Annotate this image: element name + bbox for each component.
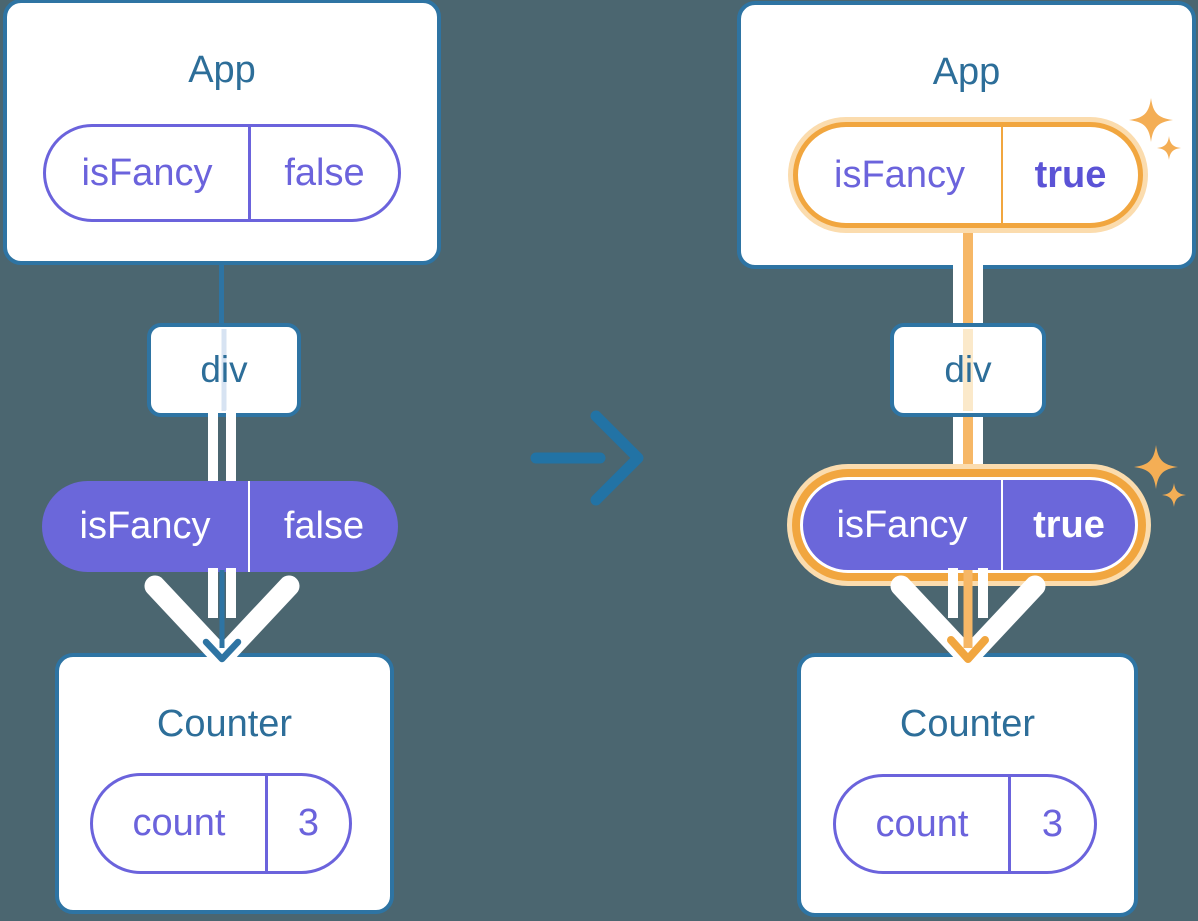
prop-pipe-line — [953, 410, 963, 480]
counter-title: Counter — [899, 703, 1036, 745]
app-prop-pill-right-highlighted: isFancy true — [793, 122, 1143, 228]
prop-label: isFancy — [79, 505, 211, 547]
div-label: div — [944, 349, 992, 390]
count-state-pill-left: count 3 — [90, 773, 352, 874]
prop-flow-line-orange — [963, 410, 973, 480]
state-value: 3 — [1008, 777, 1094, 871]
tree-edge-line-inner — [221, 329, 227, 411]
app-prop-pill-left: isFancy false — [43, 124, 401, 222]
sparkle-icon — [1129, 98, 1181, 160]
app-title: App — [932, 51, 1001, 93]
prop-pipe-line — [973, 265, 983, 330]
transition-arrow-icon — [530, 410, 644, 506]
down-arrow-icon — [144, 568, 300, 663]
div-label: div — [200, 349, 248, 390]
counter-title: Counter — [156, 703, 293, 745]
prop-value: false — [248, 127, 398, 219]
prop-label: isFancy — [81, 151, 213, 194]
passed-prop-pill-left: isFancy false — [42, 481, 398, 572]
prop-flow-line-orange — [963, 222, 973, 330]
passed-prop-pill-right-highlighted: isFancy true — [800, 477, 1138, 573]
state-value: 3 — [265, 776, 349, 871]
down-arrow-icon — [890, 568, 1046, 663]
prop-pipe-line — [208, 410, 218, 486]
prop-pipe-line — [973, 410, 983, 480]
prop-label: isFancy — [836, 503, 968, 546]
app-title: App — [188, 49, 256, 91]
state-label: count — [875, 802, 969, 845]
div-node-left: div — [147, 323, 301, 417]
prop-value: true — [1001, 480, 1135, 570]
prop-value: true — [1001, 127, 1138, 223]
prop-pipe-line — [226, 410, 236, 486]
count-state-pill-right: count 3 — [833, 774, 1097, 874]
prop-value: false — [248, 481, 398, 572]
state-label: count — [132, 802, 226, 844]
prop-pipe-line — [953, 265, 963, 330]
tree-edge-line — [219, 262, 224, 328]
div-node-right: div — [890, 323, 1046, 417]
prop-flow-line-inner — [963, 329, 973, 411]
sparkle-icon — [1134, 445, 1186, 507]
prop-label: isFancy — [834, 153, 965, 196]
